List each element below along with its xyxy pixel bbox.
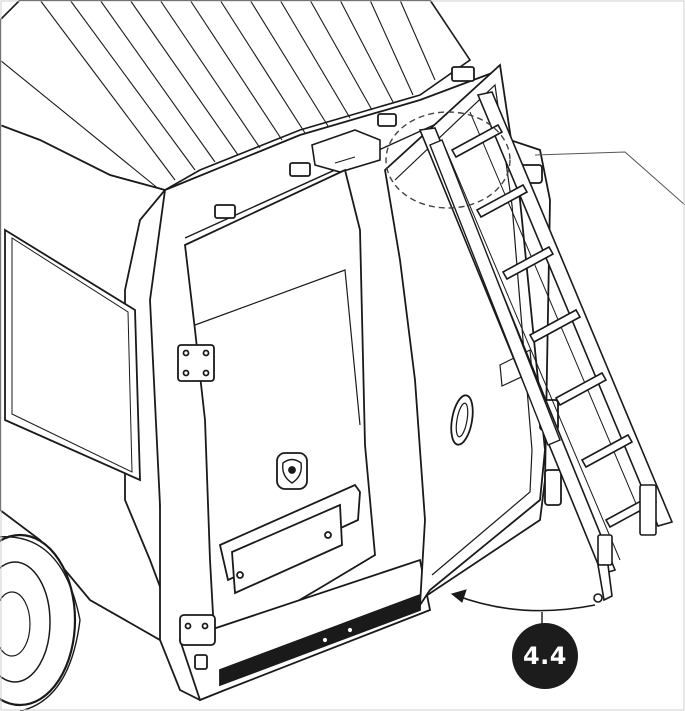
door-handle-icon	[450, 394, 474, 446]
van-roof	[0, 0, 472, 191]
step-number-label: 4.4	[522, 642, 567, 670]
rear-wheel	[0, 533, 81, 711]
callout-leader-line	[534, 151, 685, 206]
ladder	[418, 91, 674, 603]
rotation-arrow-icon	[450, 589, 596, 624]
rear-bumper	[178, 558, 432, 702]
left-rear-door	[177, 168, 376, 652]
ram-logo-icon	[276, 452, 308, 490]
detail-highlight-circle	[385, 111, 511, 209]
step-number-badge: 4.4	[512, 623, 578, 689]
